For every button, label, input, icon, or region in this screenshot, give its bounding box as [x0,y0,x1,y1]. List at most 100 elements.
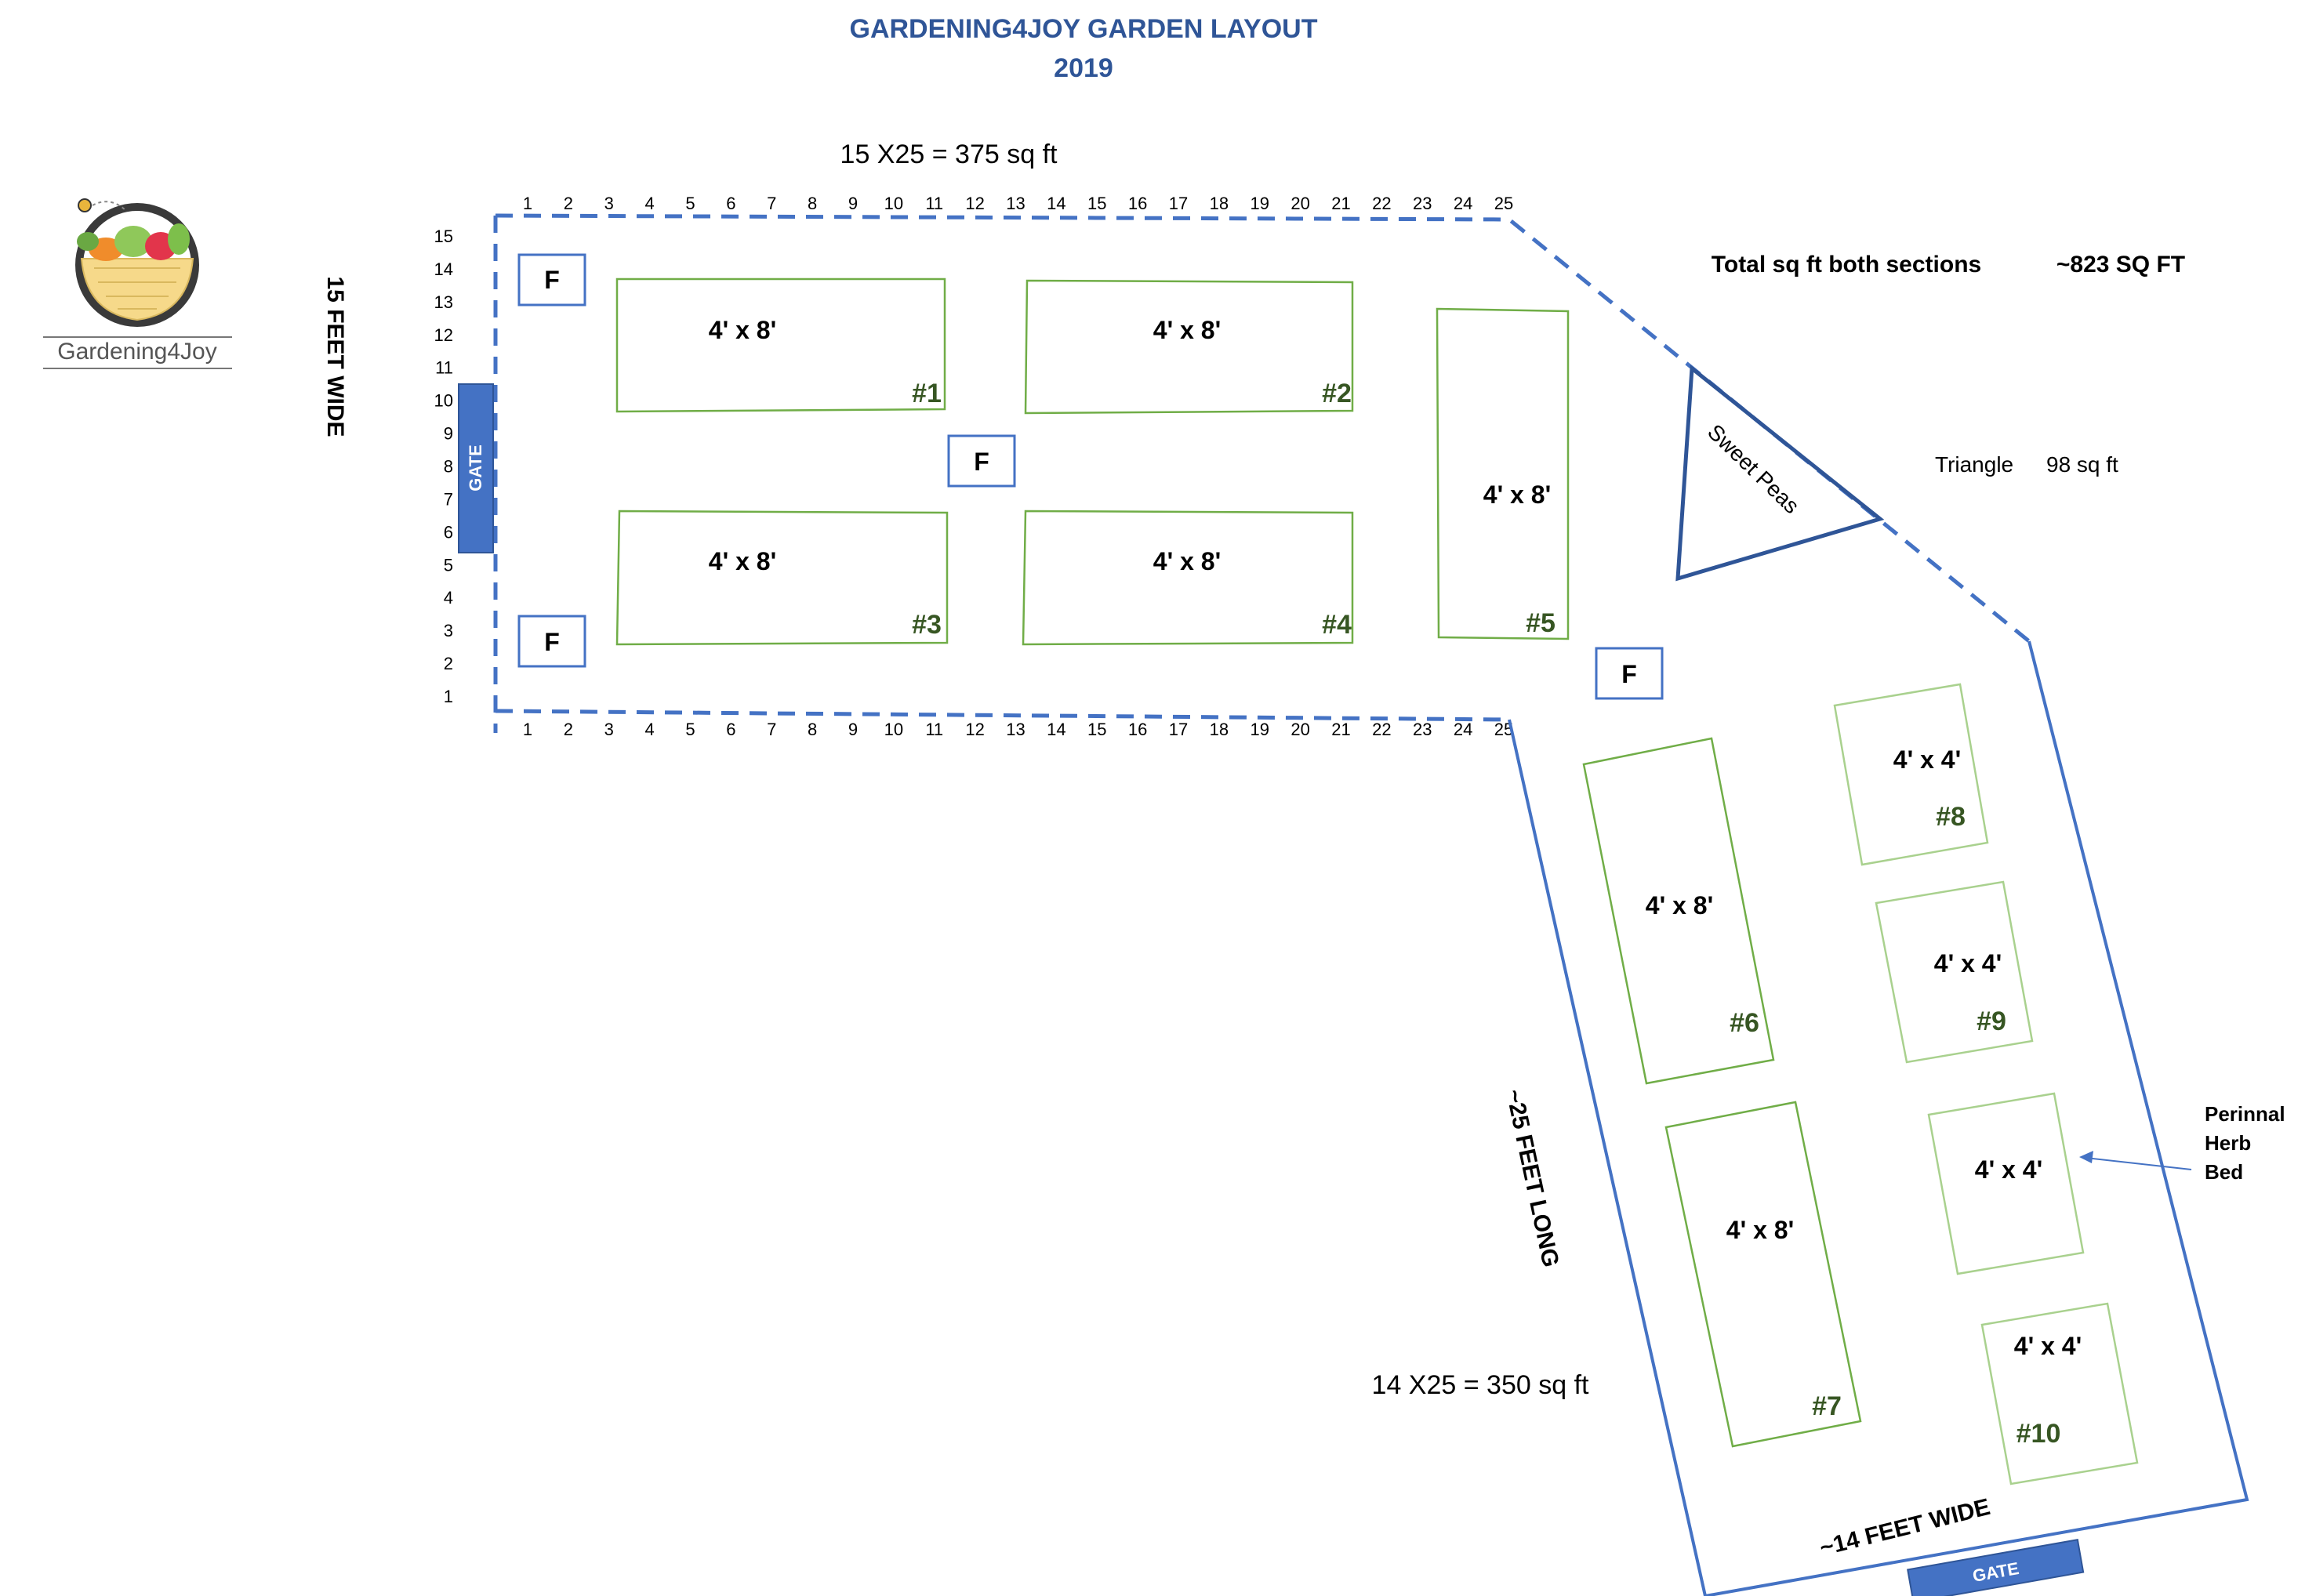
bed-size: 4' x 4' [1893,745,1961,774]
logo-text: Gardening4Joy [57,339,216,365]
gate-bottom[interactable]: GATE [1907,1539,2085,1596]
column-number-bottom: 11 [925,720,943,739]
row-number: 7 [444,489,453,509]
column-number-top: 1 [523,194,532,213]
bed-size: 4' x 8' [1646,891,1713,920]
f-marker-3: F [947,434,1016,488]
column-number-bottom: 9 [848,720,858,739]
column-number-top: 25 [1494,194,1513,213]
total-label: Total sq ft both sections [1712,252,1981,277]
bed-number: #9 [1977,1007,2006,1036]
bed-9: 4' x 4' #9 [1875,880,2034,1064]
bed-number: #7 [1812,1391,1842,1421]
column-number-bottom: 23 [1413,720,1432,739]
column-number-bottom: 4 [645,720,655,739]
bed-size: 4' x 8' [1153,547,1221,575]
gate-left[interactable]: GATE [458,383,494,553]
top-width-label: 15 FEET WIDE [322,276,348,437]
arrow-head-icon [2079,1151,2093,1163]
herb-note-arrow [2085,1157,2192,1170]
bed-4: 4' x 8' #4 [1022,510,1354,646]
herb-bed-note: Perinnal Herb Bed [2079,1102,2285,1184]
bed-2: 4' x 8' #2 [1024,279,1354,415]
column-number-bottom: 7 [767,720,776,739]
column-number-top: 13 [1006,194,1025,213]
column-number-top: 23 [1413,194,1432,213]
bed-number: #6 [1730,1008,1759,1038]
column-number-top: 21 [1331,194,1350,213]
bed-size: 4' x 4' [1934,949,2002,978]
f-marker-2: F [517,615,586,668]
bed-6: 4' x 8' #6 [1582,737,1775,1085]
column-number-top: 17 [1169,194,1188,213]
bed-size: 4' x 4' [1975,1155,2042,1184]
row-number: 5 [444,555,453,575]
column-number-top: 24 [1454,194,1472,213]
column-number-top: 3 [604,194,614,213]
bed-size: 4' x 8' [709,547,776,575]
bottom-length-label: ~25 FEET LONG [1501,1087,1563,1270]
column-number-top: 10 [884,194,903,213]
bed-number: #8 [1936,802,1966,832]
bed-size: 4' x 8' [1153,316,1221,344]
total-value: ~823 SQ FT [2056,252,2185,277]
column-number-top: 14 [1047,194,1065,213]
triangle-area: 98 sq ft [2046,452,2118,477]
row-number: 15 [434,227,453,246]
column-number-bottom: 14 [1047,720,1065,739]
column-number-bottom: 22 [1372,720,1391,739]
bottom-area-label: 14 X25 = 350 sq ft [1372,1370,1589,1400]
bed-size: 4' x 8' [709,316,776,344]
column-number-top: 19 [1251,194,1269,213]
f-label: F [544,266,560,294]
column-number-top: 18 [1210,194,1229,213]
triangle-crop-label: Sweet Peas [1703,419,1804,518]
bed-1: 4' x 8' #1 [615,277,946,413]
column-number-bottom: 1 [523,720,532,739]
column-number-top: 5 [685,194,695,213]
row-number: 3 [444,621,453,640]
column-number-top: 7 [767,194,776,213]
column-number-bottom: 15 [1087,720,1106,739]
row-number: 13 [434,292,453,312]
row-number: 10 [434,391,453,411]
sweet-peas-triangle: Sweet Peas [1675,365,1885,582]
bed-7: 4' x 8' #7 [1664,1101,1862,1448]
bed-3: 4' x 8' #3 [615,510,949,646]
bed-size: 4' x 8' [1483,481,1551,509]
column-number-bottom: 10 [884,720,903,739]
column-number-top: 9 [848,194,858,213]
f-label: F [974,448,989,476]
f-label: F [1621,660,1637,688]
bed-5: 4' x 8' #5 [1436,307,1570,640]
bed-number: #10 [2017,1419,2061,1449]
fence-bottom-section-right [1704,640,2249,1596]
bed-number: #2 [1322,379,1352,408]
fence-bottom-dashed [495,709,1510,722]
row-number: 9 [444,424,453,444]
column-number-top: 16 [1128,194,1147,213]
bed-number: #1 [912,379,942,408]
column-number-bottom: 16 [1128,720,1147,739]
column-number-bottom: 24 [1454,720,1472,739]
row-number: 12 [434,325,453,345]
page-year: 2019 [1054,53,1113,83]
page-title: GARDENING4JOY GARDEN LAYOUT [850,14,1318,44]
column-number-top: 12 [965,194,984,213]
column-number-top: 20 [1290,194,1309,213]
row-number: 4 [444,588,453,608]
column-number-bottom: 20 [1290,720,1309,739]
f-marker-1: F [517,253,586,307]
gate-left-label: GATE [466,444,485,491]
column-number-top: 22 [1372,194,1391,213]
row-number: 8 [444,457,453,477]
herb-note-line-2: Herb [2205,1131,2251,1155]
row-number: 11 [435,358,453,378]
top-area-label: 15 X25 = 375 sq ft [840,140,1058,169]
bed-8: 4' x 4' #8 [1833,683,1989,866]
bed-size: 4' x 8' [1726,1216,1794,1244]
f-marker-4: F [1595,647,1664,700]
column-number-top: 11 [925,194,943,213]
